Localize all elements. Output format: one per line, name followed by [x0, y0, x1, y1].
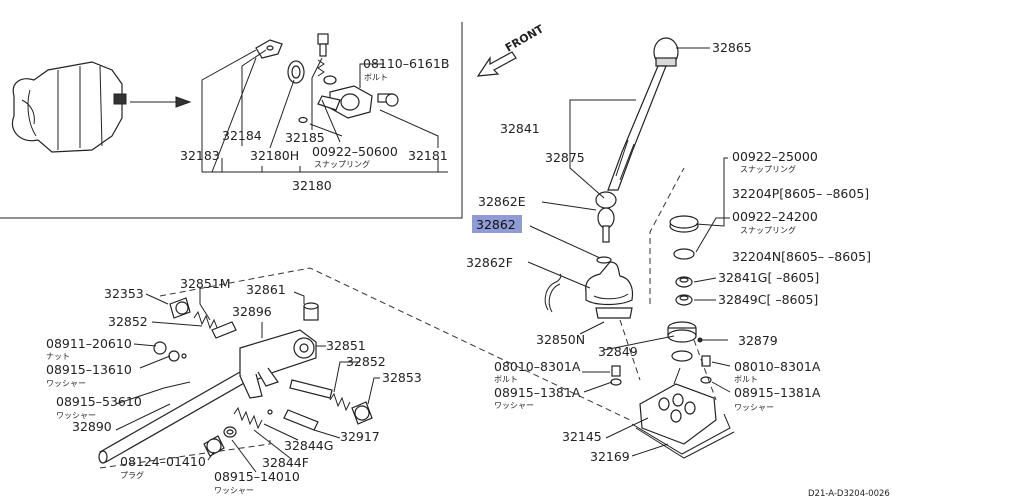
label-32353: 32353 [104, 286, 144, 301]
label-32875: 32875 [545, 150, 585, 165]
label-32917: 32917 [340, 429, 380, 444]
inset-leaders [201, 49, 448, 173]
label-32879: 32879 [738, 333, 778, 348]
label-32849: 32849 [598, 344, 638, 359]
label-32890: 32890 [72, 419, 112, 434]
part-labels: 32865 32841 32875 32862E 32862 32862F 32… [46, 40, 871, 495]
sublabel-08124-01410: プラグ [120, 470, 144, 480]
label-32204P: 32204P[8605– –8605] [732, 186, 869, 201]
label-32862F: 32862F [466, 255, 513, 270]
label-32180H: 32180H [250, 148, 299, 163]
shift-lever-assembly [544, 37, 735, 459]
label-32862: 32862 [476, 217, 516, 232]
label-08124-01410: 08124–01410 [120, 454, 206, 469]
label-32185: 32185 [285, 130, 325, 145]
label-08110-6161B: 08110–6161B [363, 56, 449, 71]
label-08010-8301A-left: 08010–8301A [494, 359, 581, 374]
label-32861: 32861 [246, 282, 286, 297]
highlight-box [472, 215, 522, 233]
label-32183: 32183 [180, 148, 220, 163]
label-32852-right: 32852 [346, 354, 386, 369]
sublabel-08110-6161B: ボルト [364, 73, 388, 82]
diagram-code: D21-A-D3204-0026 [808, 489, 890, 499]
sublabel-00922-25000: スナップリング [740, 164, 796, 174]
inset-panel: 08110–6161B ボルト 32184 32185 00922–50600 … [0, 22, 463, 219]
label-32896: 32896 [232, 304, 272, 319]
label-32851: 32851 [326, 338, 366, 353]
sublabel-00922-24200: スナップリング [740, 225, 796, 235]
sublabel-08911-20610: ナット [46, 352, 70, 361]
front-indicator: FRONT [476, 22, 546, 77]
label-08915-13610: 08915–13610 [46, 362, 132, 377]
sublabel-08010-8301A-right: ボルト [734, 375, 758, 384]
leader-lines [115, 47, 731, 473]
label-32145: 32145 [562, 429, 602, 444]
label-00922-25000: 00922–25000 [732, 149, 818, 164]
label-32841: 32841 [500, 121, 540, 136]
label-08915-53610: 08915–53610 [56, 394, 142, 409]
label-32865: 32865 [712, 40, 752, 55]
label-08915-1381A-right: 08915–1381A [734, 385, 821, 400]
sublabel-08915-53610: ワッシャー [56, 411, 96, 420]
label-32851M: 32851M [180, 276, 231, 291]
label-00922-24200: 00922–24200 [732, 209, 818, 224]
transmission-drawing [11, 61, 192, 153]
label-32841G: 32841G[ –8605] [718, 270, 819, 285]
label-08915-14010: 08915–14010 [214, 469, 300, 484]
label-32844G: 32844G [284, 438, 333, 453]
inset-parts [255, 33, 399, 124]
inset-labels: 08110–6161B ボルト 32184 32185 00922–50600 … [180, 56, 449, 193]
linkage-assembly [98, 267, 631, 469]
label-32180: 32180 [292, 178, 332, 193]
sublabel-08915-14010: ワッシャー [214, 486, 254, 495]
front-label: FRONT [503, 22, 546, 55]
label-08915-1381A-left: 08915–1381A [494, 385, 581, 400]
label-32849C: 32849C[ –8605] [718, 292, 818, 307]
label-32169: 32169 [590, 449, 630, 464]
label-32862E: 32862E [478, 194, 526, 209]
label-32853: 32853 [382, 370, 422, 385]
label-00922-50600: 00922–50600 [312, 144, 398, 159]
label-32184: 32184 [222, 128, 262, 143]
label-32181: 32181 [408, 148, 448, 163]
sublabel-08915-1381A-left: ワッシャー [494, 401, 534, 410]
label-32204N: 32204N[8605– –8605] [732, 249, 871, 264]
sublabel-08010-8301A-left: ボルト [494, 375, 518, 384]
sublabel-08915-1381A-right: ワッシャー [734, 403, 774, 412]
label-32850N: 32850N [536, 332, 585, 347]
highlighted-part-32862[interactable]: 32862 [472, 215, 522, 233]
sublabel-00922-50600: スナップリング [314, 159, 370, 169]
label-32852-left: 32852 [108, 314, 148, 329]
sublabel-08915-13610: ワッシャー [46, 379, 86, 388]
label-08010-8301A-right: 08010–8301A [734, 359, 821, 374]
label-08911-20610: 08911–20610 [46, 336, 132, 351]
label-32844F: 32844F [262, 455, 309, 470]
